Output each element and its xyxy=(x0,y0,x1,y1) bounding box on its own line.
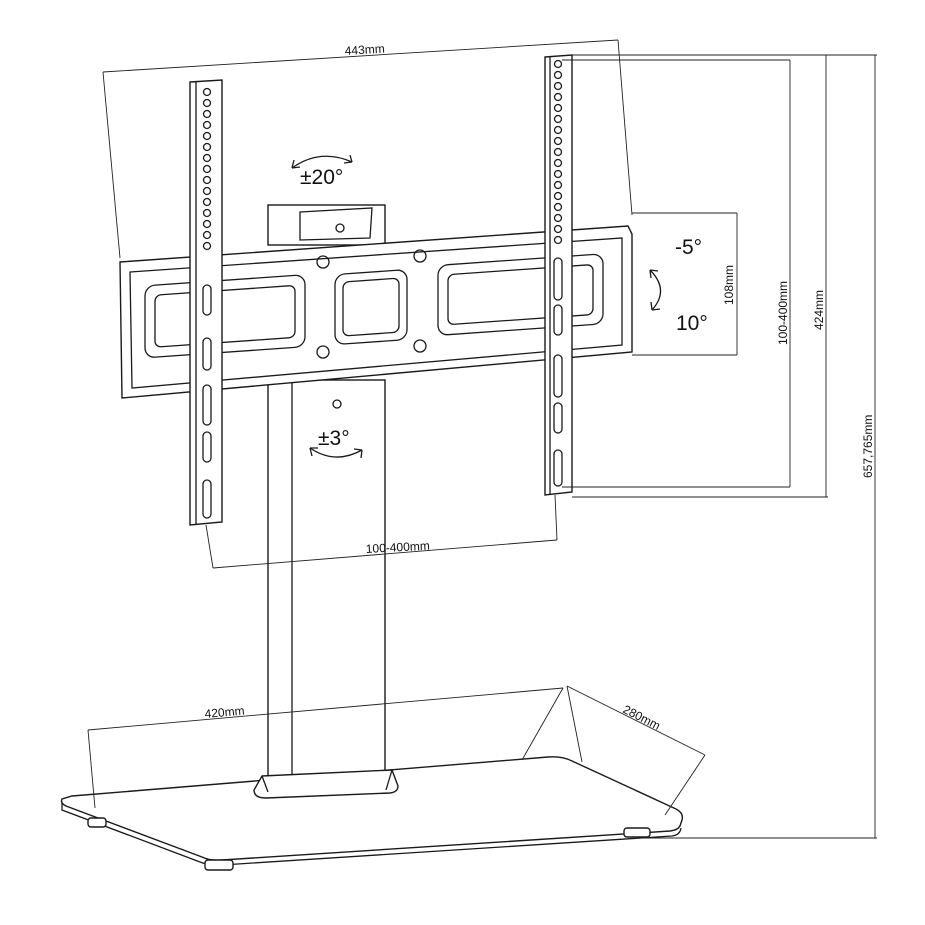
bracket-hole xyxy=(202,208,212,218)
tilt-head xyxy=(267,204,386,409)
bracket-hole xyxy=(553,81,563,91)
bracket-hole xyxy=(202,230,212,240)
pole-hole xyxy=(332,399,342,409)
dimension-label: 424mm xyxy=(812,290,826,330)
bracket-hole xyxy=(553,147,563,157)
dimension-width-top: 443mm xyxy=(102,39,633,259)
dimension-vesa-horizontal: 100-400mm xyxy=(205,494,558,569)
bracket-hole xyxy=(553,103,563,113)
swivel-indicator: ±20° xyxy=(291,154,353,189)
pole-collar xyxy=(253,769,399,799)
right-vertical-bracket xyxy=(544,54,573,496)
mounting-plate xyxy=(119,225,633,399)
dimension-bracket-height: 424mm xyxy=(572,54,828,498)
rotate-arrow-icon xyxy=(291,155,353,169)
angle-label: ±20° xyxy=(300,166,343,189)
bracket-hole xyxy=(202,241,212,251)
bracket-hole xyxy=(202,164,212,174)
bracket-hole xyxy=(202,219,212,229)
dimension-label: 108mm xyxy=(722,265,736,305)
foot xyxy=(623,827,651,838)
dimension-base-width: 420mm xyxy=(87,687,564,809)
angle-label: -5° xyxy=(675,236,702,259)
tilt-indicator: -5° 10° xyxy=(649,236,708,335)
rotate-arrow-icon xyxy=(309,447,363,458)
left-vertical-bracket xyxy=(189,79,223,526)
bracket-hole xyxy=(202,153,212,163)
bracket-slot xyxy=(202,479,212,519)
bracket-hole xyxy=(553,180,563,190)
bracket-hole xyxy=(202,142,212,152)
bracket-hole xyxy=(202,87,212,97)
dimension-label: 420mm xyxy=(204,704,245,721)
bracket-slot xyxy=(202,384,212,426)
dimension-label: 100-400mm xyxy=(776,281,790,345)
bracket-slot xyxy=(553,257,563,301)
bracket-hole xyxy=(553,191,563,201)
bracket-hole xyxy=(202,175,212,185)
bracket-slot xyxy=(202,337,212,371)
level-indicator: ±3° xyxy=(309,427,363,459)
bracket-slot xyxy=(553,449,563,487)
bracket-hole xyxy=(553,224,563,234)
bracket-slot xyxy=(202,284,212,316)
angle-label: 10° xyxy=(676,312,708,335)
bracket-hole xyxy=(202,197,212,207)
bracket-hole xyxy=(553,92,563,102)
pole xyxy=(253,379,399,799)
dimension-label: 280mm xyxy=(621,702,663,733)
dimension-total-height: 657,765mm xyxy=(640,54,877,839)
foot xyxy=(87,817,107,828)
dimension-label: 100-400mm xyxy=(365,539,430,556)
foot xyxy=(204,859,234,871)
bracket-hole xyxy=(553,125,563,135)
bracket-hole xyxy=(553,114,563,124)
bracket-hole xyxy=(202,98,212,108)
bracket-slot xyxy=(553,402,563,434)
dimension-vesa-vertical: 100-400mm xyxy=(562,59,791,488)
bracket-slot xyxy=(202,431,212,463)
bracket-hole xyxy=(553,59,563,69)
bracket-hole xyxy=(553,70,563,80)
bracket-hole xyxy=(202,109,212,119)
bracket-hole xyxy=(553,202,563,212)
dimension-label: 657,765mm xyxy=(861,415,875,478)
bracket-hole xyxy=(202,186,212,196)
dimension-plate-height: 108mm xyxy=(632,212,738,356)
bracket-slot xyxy=(553,304,563,336)
rotate-arrow-icon xyxy=(649,269,662,311)
angle-label: ±3° xyxy=(318,427,350,450)
bracket-slot xyxy=(553,354,563,398)
bracket-hole xyxy=(202,120,212,130)
dimension-label: 443mm xyxy=(344,42,385,58)
bracket-hole xyxy=(553,158,563,168)
bracket-hole xyxy=(553,169,563,179)
bracket-hole xyxy=(553,136,563,146)
bracket-hole xyxy=(553,213,563,223)
bracket-hole xyxy=(202,131,212,141)
glass-base xyxy=(60,756,684,871)
bracket-hole xyxy=(553,235,563,245)
